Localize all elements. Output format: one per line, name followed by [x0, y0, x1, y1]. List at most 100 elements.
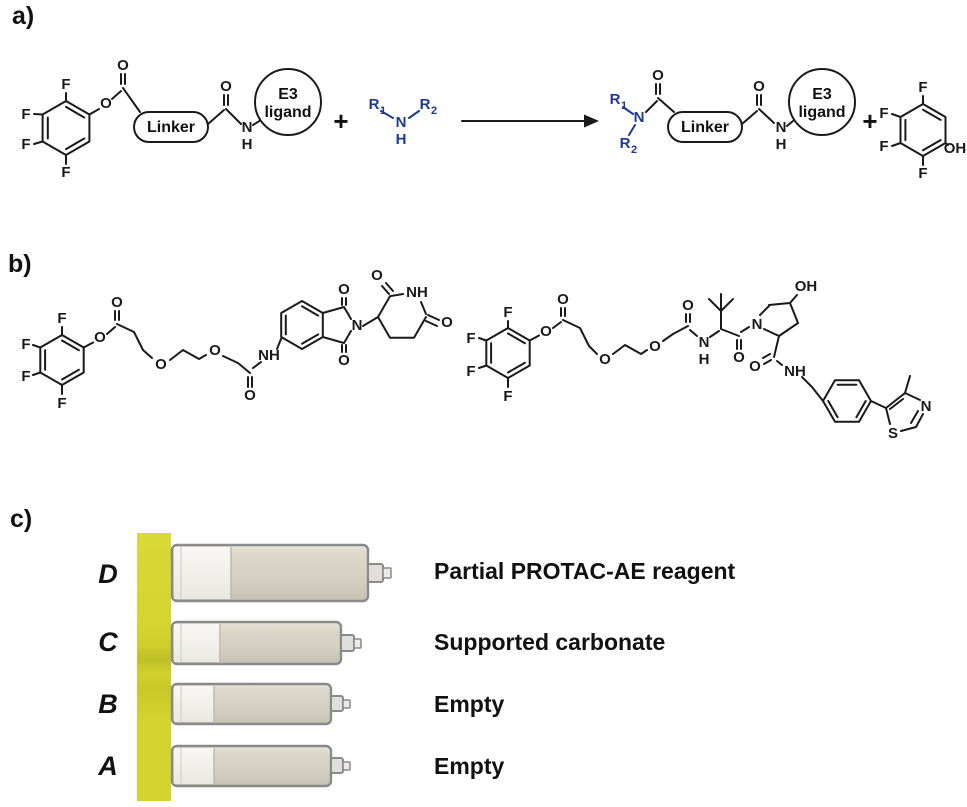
panel-b-label: b) — [8, 250, 32, 278]
oxygen-label: O — [111, 294, 123, 311]
fluorine-label: F — [466, 330, 475, 347]
e3-ligand-circle — [788, 68, 856, 136]
e3-ligand-label: ligand — [798, 104, 845, 121]
nitrogen-label: N — [634, 109, 645, 126]
plus-sign: + — [333, 106, 348, 136]
nh-label: NH — [258, 347, 280, 364]
nh-label: NH — [406, 284, 428, 301]
cartridge-d — [170, 543, 392, 603]
oxygen-label: O — [682, 297, 694, 314]
row-label-a: Empty — [434, 753, 505, 779]
fluorine-label: F — [918, 79, 927, 96]
oxygen-label: O — [100, 95, 112, 112]
reaction-scheme-svg: F F F F O O Linker O N H E3 ligand + R 1… — [21, 57, 966, 182]
syringe-empty-section — [174, 547, 231, 599]
row-label-d: Partial PROTAC-AE reagent — [434, 558, 736, 584]
product-bonds — [645, 83, 794, 127]
fluorine-label: F — [21, 136, 30, 153]
thalidomide-ae-structure: F F F F O O O O O NH O O N O NH O — [21, 267, 453, 412]
nitrogen-label: N — [752, 316, 763, 333]
amine-bonds — [380, 110, 420, 119]
fluorine-label: F — [918, 165, 927, 182]
tetrafluorophenol-structure: F F F F OH — [879, 79, 966, 182]
fluorine-label: F — [61, 164, 70, 181]
r1-subscript: 1 — [621, 100, 627, 112]
phenol-bonds — [891, 95, 949, 166]
linker-box — [133, 111, 209, 143]
fluorine-label: F — [57, 310, 66, 327]
fluorine-label: F — [21, 368, 30, 385]
oxygen-label: O — [599, 351, 611, 368]
nitrogen-label: N — [921, 398, 932, 415]
e3-ligand-label: ligand — [264, 104, 311, 121]
oxygen-label: O — [94, 329, 106, 346]
fluorine-label: F — [57, 395, 66, 412]
reactant-structure: F F F F O O Linker O N H E3 ligand — [21, 57, 322, 181]
hydrogen-label: H — [776, 136, 787, 153]
panel-a-label: a) — [12, 2, 35, 30]
fluorine-label: F — [879, 105, 888, 122]
nitrogen-label: N — [699, 334, 710, 351]
fluorine-label: F — [61, 76, 70, 93]
row-letter-b: B — [98, 689, 118, 719]
oxygen-label: O — [649, 338, 661, 355]
oxygen-label: O — [441, 314, 453, 331]
yellow-strip — [137, 533, 171, 801]
oxygen-label: O — [540, 323, 552, 340]
nitrogen-label: N — [776, 119, 787, 136]
hydrogen-label: H — [699, 351, 710, 368]
r1-label: R — [610, 91, 621, 108]
structure-bonds — [478, 293, 924, 432]
oxygen-label: O — [557, 291, 569, 308]
hydrogen-label: H — [396, 131, 407, 148]
syringe-tip — [367, 563, 384, 583]
syringe-nozzle — [342, 761, 351, 771]
cartridge-b — [170, 682, 351, 726]
hydrogen-label: H — [242, 136, 253, 153]
plus-sign: + — [862, 106, 877, 136]
fluorine-label: F — [503, 304, 512, 321]
nitrogen-label: N — [352, 317, 363, 334]
amine-structure: R 1 N H R 2 — [369, 96, 437, 148]
syringe-nozzle — [382, 567, 392, 579]
syringe-nozzle — [342, 699, 351, 709]
e3-label: E3 — [812, 86, 832, 103]
oxygen-label: O — [155, 356, 167, 373]
product-structure: R 1 N R 2 O Linker O N H E3 ligand — [610, 67, 856, 156]
oxygen-label: O — [749, 358, 761, 375]
fluorine-label: F — [21, 106, 30, 123]
oxygen-label: O — [338, 281, 350, 298]
r1-subscript: 1 — [380, 105, 386, 117]
nitrogen-label: N — [242, 119, 253, 136]
fluorine-label: F — [21, 336, 30, 353]
fluorine-label: F — [503, 388, 512, 405]
vhl-ae-structure: F F F F O O O O O N H O N OH O NH N S — [466, 278, 931, 442]
r2-subscript: 2 — [431, 105, 437, 117]
r2-label: R — [420, 96, 431, 113]
syringe-empty-section — [174, 686, 214, 722]
syringe-nozzle — [353, 638, 362, 649]
linker-box — [667, 111, 743, 143]
fluorine-label: F — [879, 138, 888, 155]
oxygen-label: O — [753, 78, 765, 95]
r1-label: R — [369, 96, 380, 113]
hydroxyl-label: OH — [795, 278, 818, 295]
cartridge-c — [170, 620, 362, 666]
syringe-tip — [330, 757, 344, 774]
e3-ligand-circle — [254, 68, 322, 136]
oxygen-label: O — [209, 342, 221, 359]
nh-label: NH — [784, 363, 806, 380]
fluorine-label: F — [466, 363, 475, 380]
oxygen-label: O — [371, 267, 383, 284]
oxygen-label: O — [652, 67, 664, 84]
syringe-empty-section — [174, 748, 214, 784]
nitrogen-label: N — [396, 114, 407, 131]
row-letter-a: A — [98, 751, 118, 781]
row-letter-c: C — [98, 627, 118, 657]
syringe-tip — [330, 695, 344, 712]
e3-label: E3 — [278, 86, 298, 103]
cartridges-svg — [170, 543, 392, 788]
reactant-bonds — [33, 73, 262, 165]
sulfur-label: S — [888, 425, 898, 442]
